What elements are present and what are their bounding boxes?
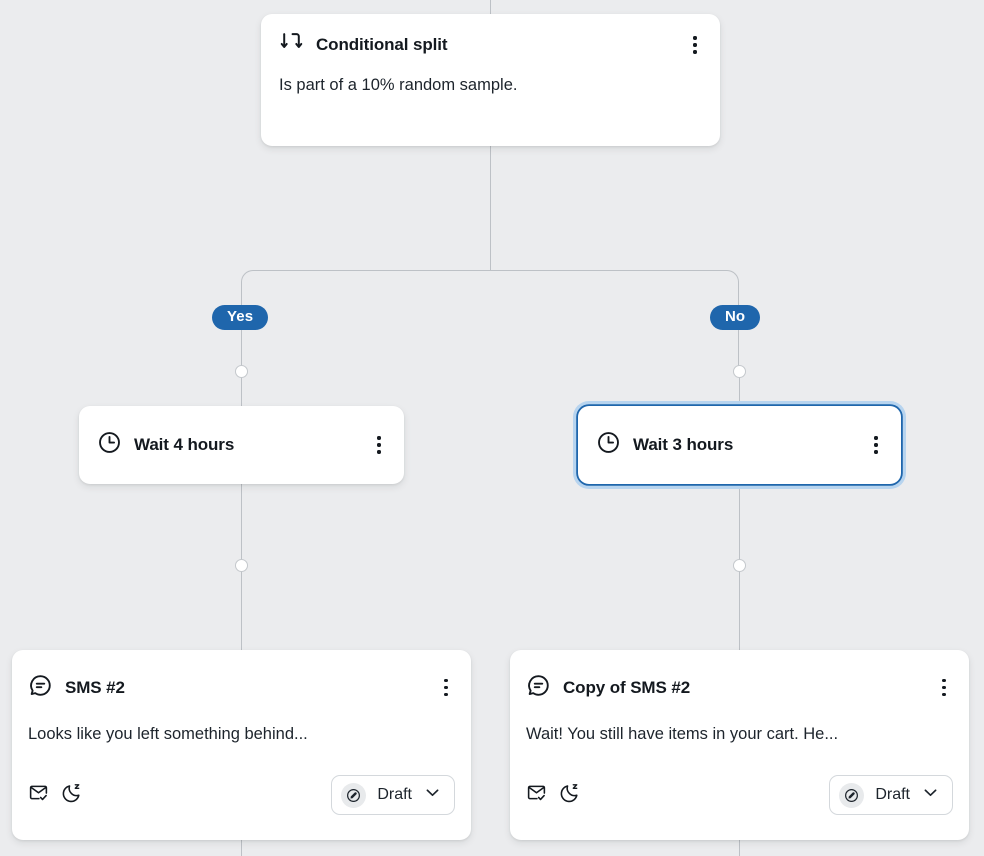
node-card-wait-3-hours[interactable]: Wait 3 hours <box>578 406 901 484</box>
node-card-sms-2[interactable]: SMS #2 Looks like you left something beh… <box>12 650 471 840</box>
add-step-dot-yes-upper[interactable] <box>235 365 248 378</box>
connector-yes-to-wait <box>240 368 243 410</box>
add-step-dot-yes-lower[interactable] <box>235 559 248 572</box>
envelope-check-icon[interactable] <box>28 782 49 808</box>
connector-into-split <box>489 0 492 15</box>
node-footer: Draft <box>510 775 969 815</box>
node-title: Wait 4 hours <box>134 435 235 454</box>
node-card-copy-of-sms-2[interactable]: Copy of SMS #2 Wait! You still have item… <box>510 650 969 840</box>
moon-quiet-hours-icon[interactable] <box>62 782 83 808</box>
node-card-conditional-split[interactable]: Conditional split Is part of a 10% rando… <box>261 14 720 146</box>
node-header: Copy of SMS #2 <box>510 650 969 725</box>
kebab-menu-icon[interactable] <box>684 33 706 57</box>
envelope-check-icon[interactable] <box>526 782 547 808</box>
branch-label-no-text: No <box>725 308 746 325</box>
kebab-menu-icon[interactable] <box>865 433 887 457</box>
clock-icon <box>97 430 122 460</box>
status-dropdown[interactable]: Draft <box>331 775 455 815</box>
node-title: Copy of SMS #2 <box>563 677 691 697</box>
node-title: Conditional split <box>316 35 448 54</box>
branch-label-yes-text: Yes <box>227 308 254 325</box>
add-step-dot-no-lower[interactable] <box>733 559 746 572</box>
connector-no-to-wait <box>738 368 741 410</box>
node-badges <box>28 782 83 808</box>
moon-quiet-hours-icon[interactable] <box>560 782 581 808</box>
chevron-down-icon <box>423 783 442 807</box>
node-preview-text: Wait! You still have items in your cart.… <box>526 725 839 743</box>
node-title: Wait 3 hours <box>633 435 734 454</box>
connector-elbow-yes <box>241 270 490 370</box>
node-card-wait-4-hours[interactable]: Wait 4 hours <box>79 406 404 484</box>
node-footer: Draft <box>12 775 471 815</box>
connector-split-to-branch <box>489 146 492 271</box>
node-description: Is part of a 10% random sample. <box>279 76 518 94</box>
kebab-menu-icon[interactable] <box>933 676 955 700</box>
kebab-menu-icon[interactable] <box>435 676 457 700</box>
clock-icon <box>596 430 621 460</box>
connector-sms2-down <box>240 840 243 856</box>
chevron-down-icon <box>921 783 940 807</box>
connector-sms2copy-down <box>738 840 741 856</box>
pencil-draft-icon <box>839 782 865 808</box>
connector-elbow-no <box>489 270 739 370</box>
status-dropdown[interactable]: Draft <box>829 775 953 815</box>
node-title: SMS #2 <box>65 677 125 697</box>
node-header: Wait 4 hours <box>79 406 404 484</box>
status-label: Draft <box>377 786 412 803</box>
node-header: Wait 3 hours <box>578 406 901 484</box>
node-badges <box>526 782 581 808</box>
pencil-draft-icon <box>341 782 367 808</box>
branch-label-yes[interactable]: Yes <box>212 305 269 330</box>
sms-message-icon <box>526 673 551 703</box>
branch-label-no[interactable]: No <box>710 305 761 330</box>
node-header: Conditional split <box>261 14 720 76</box>
conditional-split-icon <box>279 30 304 60</box>
kebab-menu-icon[interactable] <box>368 433 390 457</box>
status-label: Draft <box>875 786 910 803</box>
add-step-dot-no-upper[interactable] <box>733 365 746 378</box>
sms-message-icon <box>28 673 53 703</box>
node-preview-text: Looks like you left something behind... <box>28 725 308 743</box>
node-header: SMS #2 <box>12 650 471 725</box>
